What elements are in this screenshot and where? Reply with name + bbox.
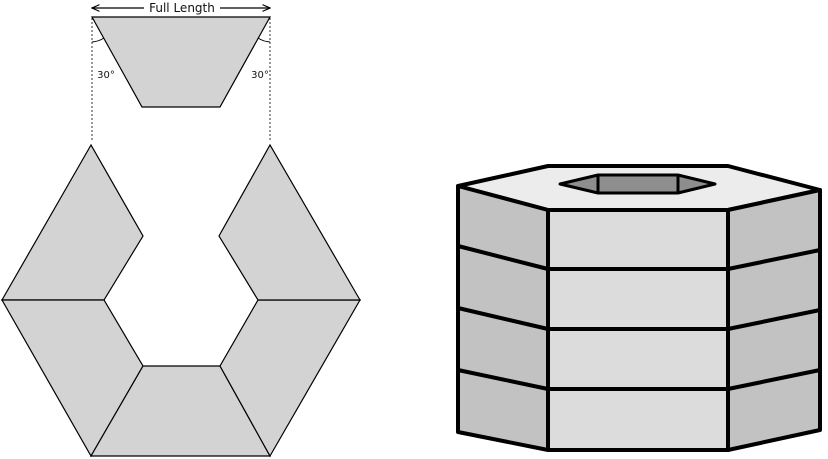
- full-length-label: Full Length: [149, 1, 215, 15]
- trapezoid-piece: [90, 16, 272, 108]
- angle-label-left: 30°: [97, 70, 115, 81]
- hexagon-ring-top-view: [0, 143, 362, 458]
- full-length-label-bg: [144, 0, 220, 15]
- ring-piece-upper-right: [218, 143, 362, 301]
- angle-arc-left: [91, 37, 105, 43]
- top-opening: [558, 173, 717, 195]
- angle-label-right: 30°: [251, 70, 269, 81]
- layer-divider-3: [457, 368, 821, 391]
- layer-divider-2: [457, 306, 821, 331]
- single-piece-detail: Full Length 30° 30°: [90, 0, 272, 140]
- layer-divider-1: [457, 244, 821, 271]
- stacked-hexagon-structure: [456, 164, 822, 452]
- angle-arc-right: [257, 37, 271, 43]
- ring-piece-upper-left: [0, 143, 144, 301]
